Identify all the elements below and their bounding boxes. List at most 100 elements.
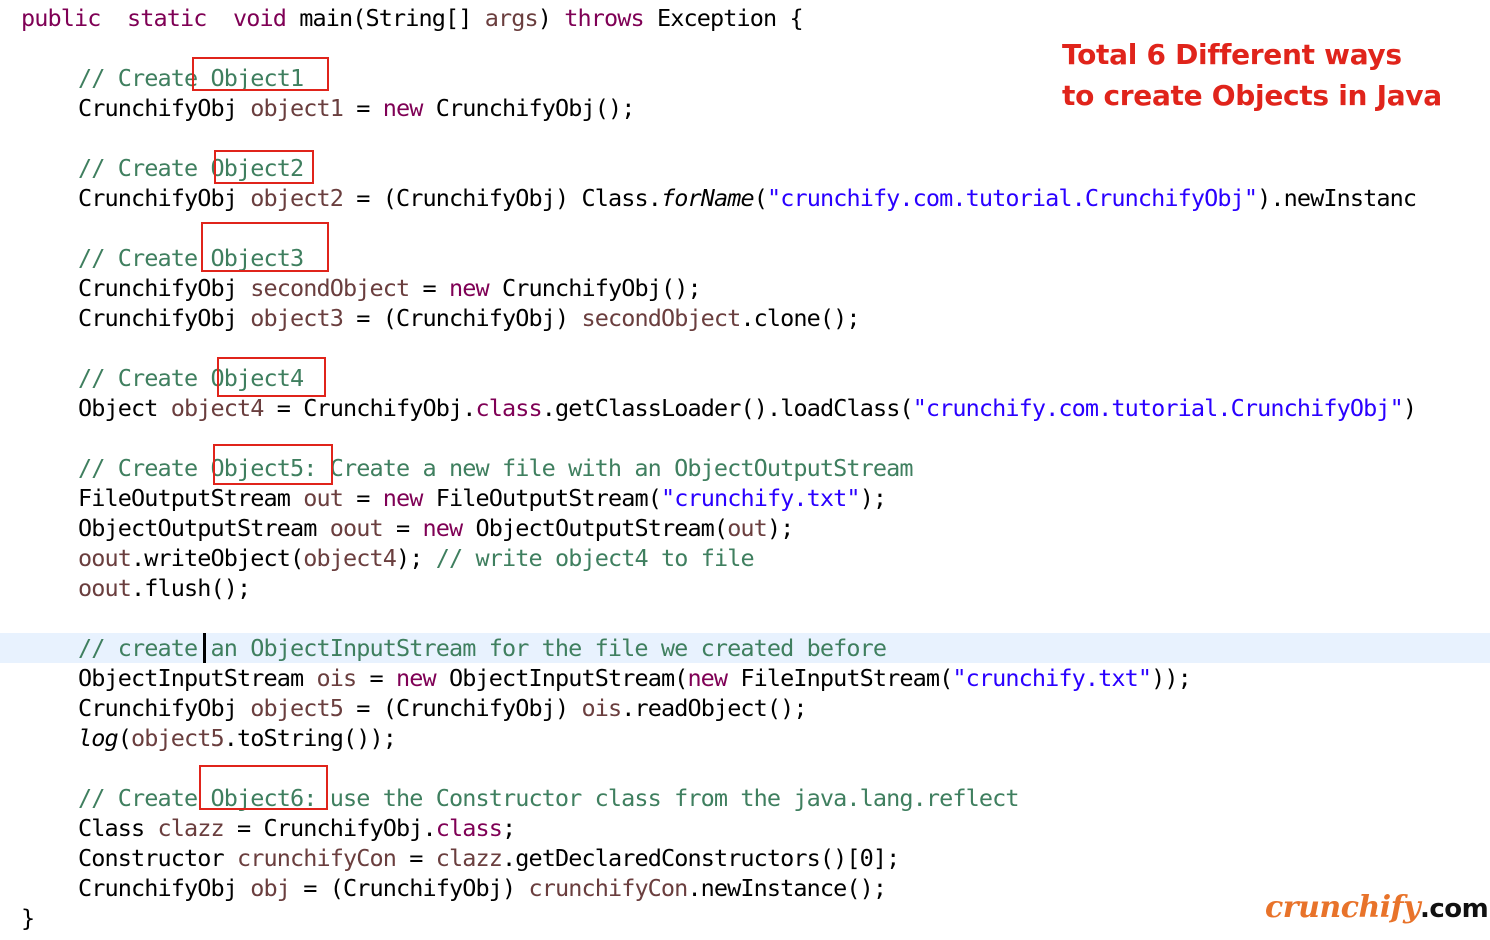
code-token: = <box>356 664 396 692</box>
code-line[interactable]: CrunchifyObj object5 = (CrunchifyObj) oi… <box>0 693 1490 723</box>
keyword-token: new <box>687 664 728 692</box>
keyword-token: class <box>475 394 542 422</box>
code-token: .getDeclaredConstructors()[0]; <box>501 844 900 872</box>
code-line[interactable]: // Create Object5: Create a new file wit… <box>0 453 1490 483</box>
code-text: oout.writeObject(object4); // write obje… <box>78 543 755 573</box>
code-text: public static void main(String[] args) t… <box>21 3 804 33</box>
variable-token: oout <box>78 544 132 572</box>
code-text: CrunchifyObj object1 = new CrunchifyObj(… <box>78 93 636 123</box>
code-text: // Create Object2 <box>78 153 304 183</box>
code-line[interactable]: oout.flush(); <box>0 573 1490 603</box>
variable-token: secondObject <box>581 304 741 332</box>
code-text: Class clazz = CrunchifyObj.class; <box>78 813 516 843</box>
code-line[interactable]: ObjectOutputStream oout = new ObjectOutp… <box>0 513 1490 543</box>
variable-token: object1 <box>250 94 344 122</box>
variable-token: clazz <box>435 844 503 872</box>
blank-line[interactable] <box>0 123 1490 153</box>
code-token: ); <box>395 544 436 572</box>
code-token: = (CrunchifyObj) Class. <box>342 184 662 212</box>
code-line[interactable]: Constructor crunchifyCon = clazz.getDecl… <box>0 843 1490 873</box>
code-line[interactable]: CrunchifyObj obj = (CrunchifyObj) crunch… <box>0 873 1490 903</box>
blank-line[interactable] <box>0 603 1490 633</box>
variable-token: clazz <box>157 814 225 842</box>
code-token: = (CrunchifyObj) <box>289 874 529 902</box>
code-token: ( <box>753 184 768 212</box>
code-token: .readObject(); <box>621 694 807 722</box>
variable-token: out <box>727 514 768 542</box>
code-text: // Create Object4 <box>78 363 304 393</box>
comment-token: // create an ObjectInputStream for the f… <box>78 634 887 662</box>
variable-token: object5 <box>250 694 344 722</box>
variable-token: oout <box>329 514 384 542</box>
comment-token: // Create Object2 <box>78 154 304 182</box>
code-text: // Create Object5: Create a new file wit… <box>78 453 914 483</box>
code-text: CrunchifyObj obj = (CrunchifyObj) crunch… <box>78 873 887 903</box>
variable-token: ois <box>581 694 622 722</box>
code-line[interactable]: // Create Object1 <box>0 63 1490 93</box>
variable-token: object4 <box>303 544 397 572</box>
code-token: FileOutputStream( <box>422 484 662 512</box>
code-token: = (CrunchifyObj) <box>342 694 582 722</box>
code-token: = (CrunchifyObj) <box>342 304 582 332</box>
code-token: )); <box>1151 664 1192 692</box>
code-line[interactable]: oout.writeObject(object4); // write obje… <box>0 543 1490 573</box>
code-token: = <box>395 844 436 872</box>
code-line[interactable]: } <box>0 903 1490 933</box>
code-token: ) <box>1402 394 1417 422</box>
code-line[interactable]: // create an ObjectInputStream for the f… <box>0 633 1490 663</box>
highlight-box-object1 <box>192 57 329 91</box>
highlight-box-object4 <box>217 357 326 397</box>
code-token: = CrunchifyObj. <box>223 814 437 842</box>
code-line[interactable]: CrunchifyObj object2 = (CrunchifyObj) Cl… <box>0 183 1490 213</box>
code-text: } <box>21 903 35 933</box>
headline-line-2: to create Objects in Java <box>1062 79 1442 112</box>
code-text: // Create Object6: use the Constructor c… <box>78 783 1020 813</box>
keyword-token: void <box>233 4 287 32</box>
code-token: .flush(); <box>131 574 251 602</box>
code-line[interactable]: Object object4 = CrunchifyObj.class.getC… <box>0 393 1490 423</box>
string-token: "crunchify.txt" <box>660 484 861 512</box>
code-line[interactable]: CrunchifyObj secondObject = new Crunchif… <box>0 273 1490 303</box>
comment-token: // Create Object1 <box>78 64 304 92</box>
string-token: "crunchify.txt" <box>952 664 1152 692</box>
code-line[interactable]: FileOutputStream out = new FileOutputStr… <box>0 483 1490 513</box>
code-token: ObjectInputStream( <box>435 664 688 692</box>
variable-token: obj <box>250 874 291 902</box>
code-line[interactable]: public static void main(String[] args) t… <box>0 3 1490 33</box>
code-text: Object object4 = CrunchifyObj.class.getC… <box>78 393 1417 423</box>
code-line[interactable]: ObjectInputStream ois = new ObjectInputS… <box>0 663 1490 693</box>
headline-line-1: Total 6 Different ways <box>1062 38 1402 71</box>
code-token: CrunchifyObj(); <box>422 94 636 122</box>
keyword-token: public <box>21 4 101 32</box>
code-line[interactable]: // Create Object3 <box>0 243 1490 273</box>
code-line[interactable]: // Create Object4 <box>0 363 1490 393</box>
code-text: ObjectOutputStream oout = new ObjectOutp… <box>78 513 794 543</box>
code-token: .writeObject( <box>131 544 304 572</box>
string-token: "crunchify.com.tutorial.CrunchifyObj" <box>912 394 1404 422</box>
logo-brand: crunchify <box>1265 890 1421 925</box>
code-line[interactable]: // Create Object6: use the Constructor c… <box>0 783 1490 813</box>
code-token: = <box>409 274 449 302</box>
comment-token: // Create Object3 <box>78 244 304 272</box>
code-token: ); <box>859 484 887 512</box>
code-text: // Create Object3 <box>78 243 304 273</box>
keyword-token: throws <box>564 4 644 32</box>
code-text: CrunchifyObj object2 = (CrunchifyObj) Cl… <box>78 183 1417 213</box>
method-token: forName <box>660 184 755 212</box>
code-line[interactable]: CrunchifyObj object1 = new CrunchifyObj(… <box>0 93 1490 123</box>
keyword-token: class <box>435 814 503 842</box>
code-line[interactable]: // Create Object2 <box>0 153 1490 183</box>
variable-token: object5 <box>131 724 225 752</box>
code-line[interactable]: Class clazz = CrunchifyObj.class; <box>0 813 1490 843</box>
code-token: ( <box>117 724 132 752</box>
code-token: CrunchifyObj(); <box>488 274 702 302</box>
code-text: // Create Object1 <box>78 63 304 93</box>
code-token: .clone(); <box>740 304 860 332</box>
code-line[interactable]: CrunchifyObj object3 = (CrunchifyObj) se… <box>0 303 1490 333</box>
comment-token: // write object4 to file <box>435 544 755 572</box>
highlight-box-object3 <box>201 222 329 272</box>
code-token: ObjectInputStream <box>78 664 317 692</box>
code-line[interactable]: log(object5.toString()); <box>0 723 1490 753</box>
code-token: .toString()); <box>223 724 397 752</box>
